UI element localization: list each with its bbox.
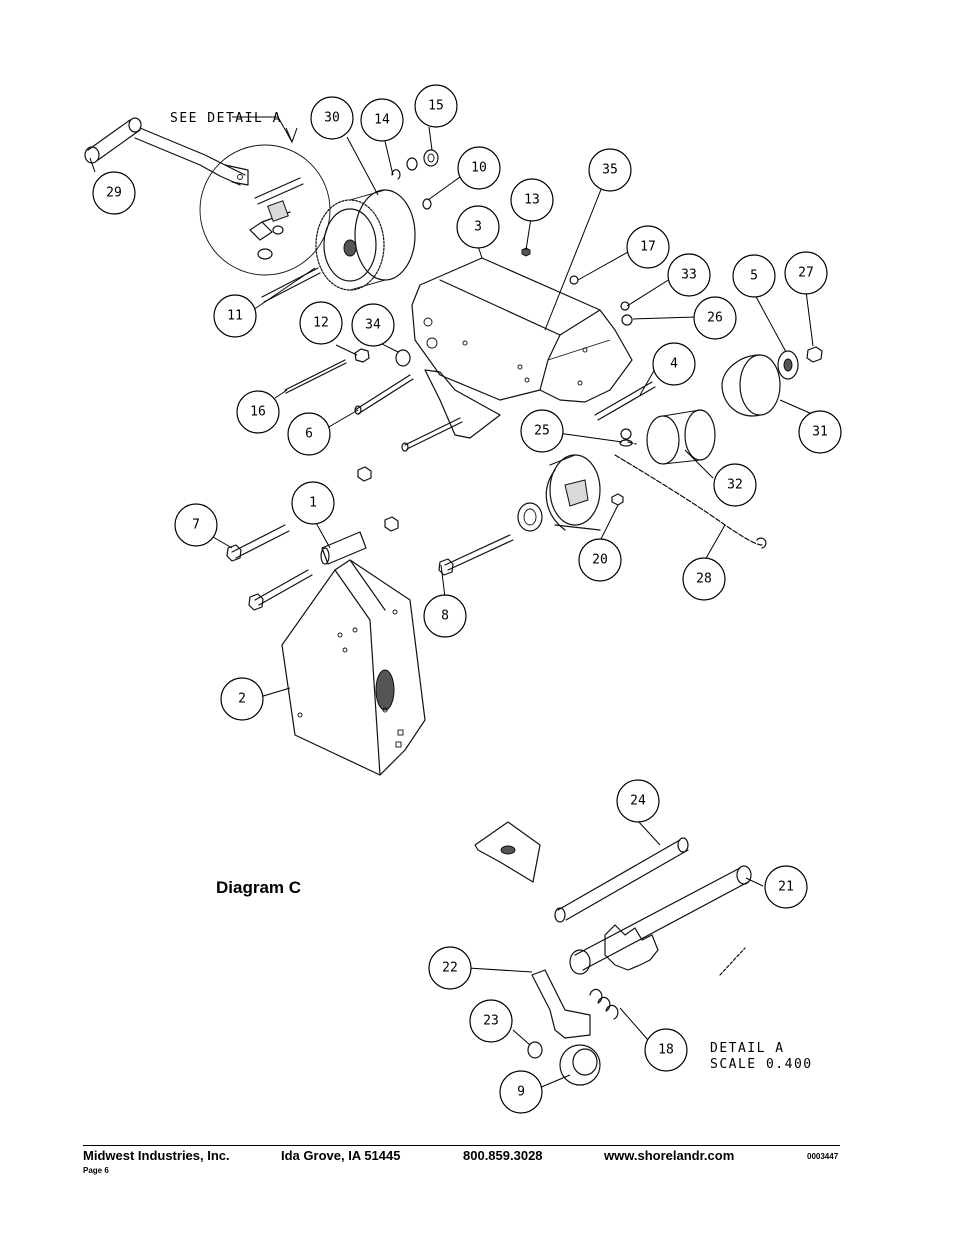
svg-text:18: 18	[658, 1043, 674, 1058]
balloon-34: 34	[351, 303, 395, 347]
svg-text:13: 13	[524, 193, 540, 208]
diagram-title: Diagram C	[216, 878, 302, 897]
balloon-30: 30	[310, 96, 354, 140]
detail-a-parts	[474, 821, 752, 1086]
svg-text:26: 26	[707, 311, 723, 326]
footer-page-number: Page 6	[83, 1166, 109, 1175]
balloon-3: 3	[456, 205, 500, 249]
svg-text:27: 27	[798, 266, 814, 281]
footer-city: Ida Grove, IA 51445	[281, 1148, 401, 1163]
footer-divider	[83, 1145, 840, 1146]
svg-text:25: 25	[534, 424, 550, 439]
balloon-29: 29	[92, 171, 136, 215]
rollers	[646, 354, 781, 465]
svg-text:10: 10	[471, 161, 487, 176]
detail-a-label: DETAIL A	[710, 1041, 785, 1056]
detail-a-scale: SCALE 0.400	[710, 1057, 813, 1072]
balloon-4: 4	[652, 342, 696, 386]
svg-text:20: 20	[592, 553, 608, 568]
crank-handle	[84, 117, 249, 186]
balloon-13: 13	[510, 178, 554, 222]
svg-text:21: 21	[778, 880, 794, 895]
svg-text:1: 1	[309, 496, 317, 511]
svg-text:5: 5	[750, 269, 758, 284]
svg-text:30: 30	[324, 111, 340, 126]
main-gear	[315, 189, 416, 291]
svg-text:28: 28	[696, 572, 712, 587]
balloon-28: 28	[682, 557, 726, 601]
balloon-24: 24	[616, 779, 660, 823]
svg-text:17: 17	[640, 240, 656, 255]
svg-text:11: 11	[227, 309, 243, 324]
bolts-lower	[226, 466, 514, 611]
svg-text:7: 7	[192, 518, 200, 533]
svg-text:33: 33	[681, 268, 697, 283]
balloon-23: 23	[469, 999, 513, 1043]
balloon-2: 2	[220, 677, 264, 721]
svg-text:6: 6	[305, 427, 313, 442]
balloon-35: 35	[588, 148, 632, 192]
svg-text:34: 34	[365, 318, 381, 333]
svg-text:35: 35	[602, 163, 618, 178]
balloon-33: 33	[667, 253, 711, 297]
balloon-16: 16	[236, 390, 280, 434]
balloon-15: 15	[414, 84, 458, 128]
svg-text:29: 29	[106, 186, 122, 201]
balloon-26: 26	[693, 296, 737, 340]
balloon-1: 1	[291, 481, 335, 525]
balloon-20: 20	[578, 538, 622, 582]
balloon-14: 14	[360, 98, 404, 142]
side-plate	[281, 559, 426, 776]
balloon-8: 8	[423, 594, 467, 638]
see-detail-a-note: SEE DETAIL A	[170, 111, 282, 126]
svg-text:12: 12	[313, 316, 329, 331]
svg-text:4: 4	[670, 357, 678, 372]
svg-text:8: 8	[441, 609, 449, 624]
balloon-18: 18	[644, 1028, 688, 1072]
chain	[614, 428, 767, 549]
balloon-10: 10	[457, 146, 501, 190]
svg-text:32: 32	[727, 478, 743, 493]
balloon-17: 17	[626, 225, 670, 269]
drum	[517, 454, 624, 532]
balloon-12: 12	[299, 301, 343, 345]
balloon-27: 27	[784, 251, 828, 295]
right-hardware	[594, 301, 823, 421]
svg-text:22: 22	[442, 961, 458, 976]
svg-text:16: 16	[250, 405, 266, 420]
winch-frame	[411, 257, 633, 439]
balloon-11: 11	[213, 294, 257, 338]
footer-website: www.shorelandr.com	[604, 1148, 735, 1163]
svg-text:15: 15	[428, 99, 444, 114]
balloon-32: 32	[713, 463, 757, 507]
balloon-25: 25	[520, 409, 564, 453]
balloon-22: 22	[428, 946, 472, 990]
balloon-6: 6	[287, 412, 331, 456]
balloon-9: 9	[499, 1070, 543, 1114]
svg-text:14: 14	[374, 113, 390, 128]
balloons: 29 30 14 15 10 13 35 3 17 33 26 5 27 11 …	[92, 84, 842, 1114]
svg-text:31: 31	[812, 425, 828, 440]
svg-text:3: 3	[474, 220, 482, 235]
detail-a-circle	[199, 144, 331, 276]
svg-text:2: 2	[238, 692, 246, 707]
svg-text:24: 24	[630, 794, 646, 809]
balloon-5: 5	[732, 254, 776, 298]
svg-text:9: 9	[517, 1085, 525, 1100]
balloon-31: 31	[798, 410, 842, 454]
footer-phone: 800.859.3028	[463, 1148, 543, 1163]
svg-text:23: 23	[483, 1014, 499, 1029]
footer-doc-code: 0003447	[807, 1152, 839, 1161]
leader-lines	[89, 116, 814, 1089]
pins	[261, 267, 463, 452]
footer-company: Midwest Industries, Inc.	[83, 1148, 230, 1163]
balloon-7: 7	[174, 503, 218, 547]
balloon-21: 21	[764, 865, 808, 909]
